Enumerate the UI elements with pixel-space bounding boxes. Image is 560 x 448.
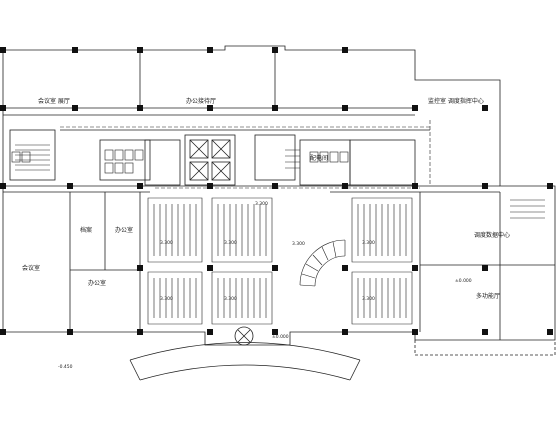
elevation-f: 3.300 (362, 296, 375, 302)
spiral-staircase (299, 239, 346, 287)
floor-heating-coils (147, 197, 413, 325)
elevation-g: 3.300 (292, 241, 305, 247)
label-equipment-room: 配电间 (310, 154, 328, 162)
elevation-h: 3.300 (255, 201, 268, 207)
elevation-b: 3.300 (160, 240, 173, 246)
label-office-lobby: 办公接待厅 (186, 97, 216, 105)
label-dispatch-center: 监控室 调度指挥中心 (428, 97, 484, 105)
label-office-1: 办公室 (115, 226, 133, 234)
structural-columns (0, 47, 553, 335)
level-front: -0.450 (58, 364, 73, 370)
building-outline (2, 45, 556, 346)
elevation-d: 3.300 (160, 296, 173, 302)
label-meeting-room: 会议室 (22, 264, 40, 272)
elevator-shafts (189, 139, 231, 181)
label-meeting-room-small: 会议室 展厅 (38, 97, 70, 105)
label-office-2: 办公室 (88, 279, 106, 287)
elevation-a: 3.300 (224, 240, 237, 246)
level-mid: ±0.000 (272, 334, 289, 340)
label-conference-hall: 多功能厅 (476, 292, 500, 300)
label-archives: 档案 (80, 226, 92, 234)
label-data-center: 调度数据中心 (474, 231, 510, 239)
level-side: ±0.000 (455, 278, 472, 284)
elevation-e: 3.300 (362, 240, 375, 246)
entrance-canopy (129, 326, 361, 381)
elevation-c: 3.300 (224, 296, 237, 302)
